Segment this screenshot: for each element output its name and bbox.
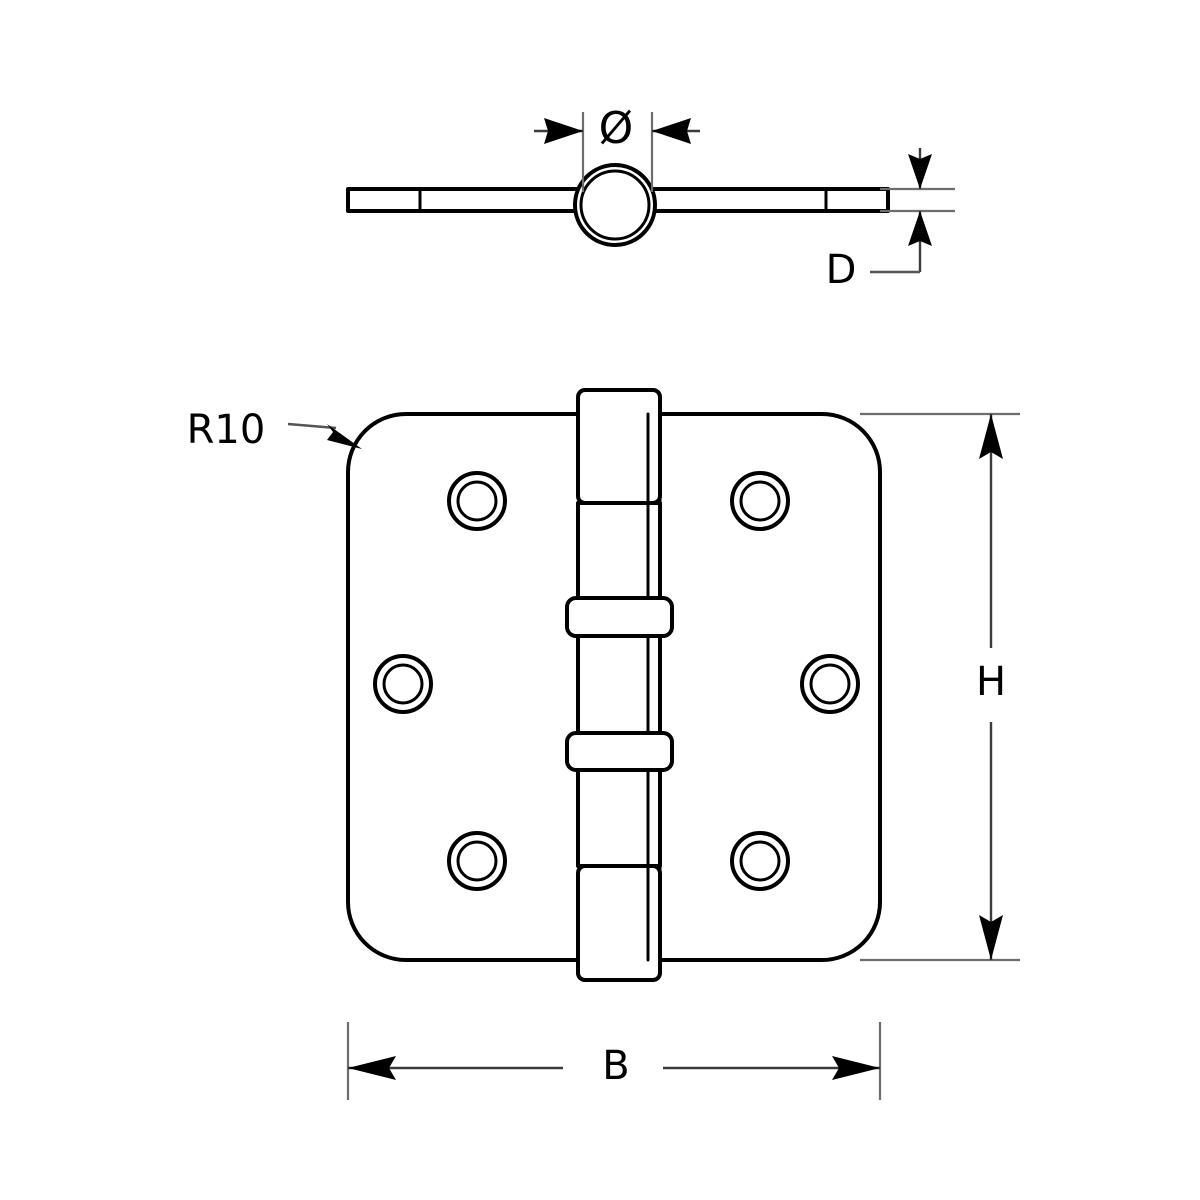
screw-hole: [800, 654, 860, 714]
bearing-collar: [565, 596, 674, 638]
knuckle-segment: [576, 768, 662, 868]
top-view-pin-barrel: [573, 163, 657, 247]
dimension-width: B: [346, 1022, 882, 1100]
dimension-height-label: H: [976, 659, 1006, 705]
knuckle-segment: [576, 864, 662, 982]
bearing-collar: [565, 731, 674, 772]
screw-hole: [730, 831, 790, 891]
screw-hole: [730, 471, 790, 531]
front-view-group: [346, 388, 882, 982]
dimension-width-label: B: [602, 1043, 629, 1089]
dimension-height: H: [860, 412, 1020, 962]
screw-hole: [373, 654, 433, 714]
dimension-thickness: D: [826, 148, 955, 293]
dimension-corner-radius: R10: [187, 407, 362, 453]
knuckle-assembly: [565, 388, 674, 982]
dimension-diameter-label: Ø: [599, 103, 634, 154]
dimension-corner-radius-label: R10: [187, 407, 266, 453]
dimension-thickness-label: D: [826, 247, 857, 293]
top-view-right-leaf: [641, 187, 890, 213]
screw-hole-group: [373, 471, 860, 891]
dimension-diameter: Ø: [534, 103, 700, 192]
screw-hole: [447, 831, 507, 891]
top-view-left-leaf: [346, 187, 590, 213]
top-view-group: [346, 163, 890, 247]
screw-hole: [447, 471, 507, 531]
